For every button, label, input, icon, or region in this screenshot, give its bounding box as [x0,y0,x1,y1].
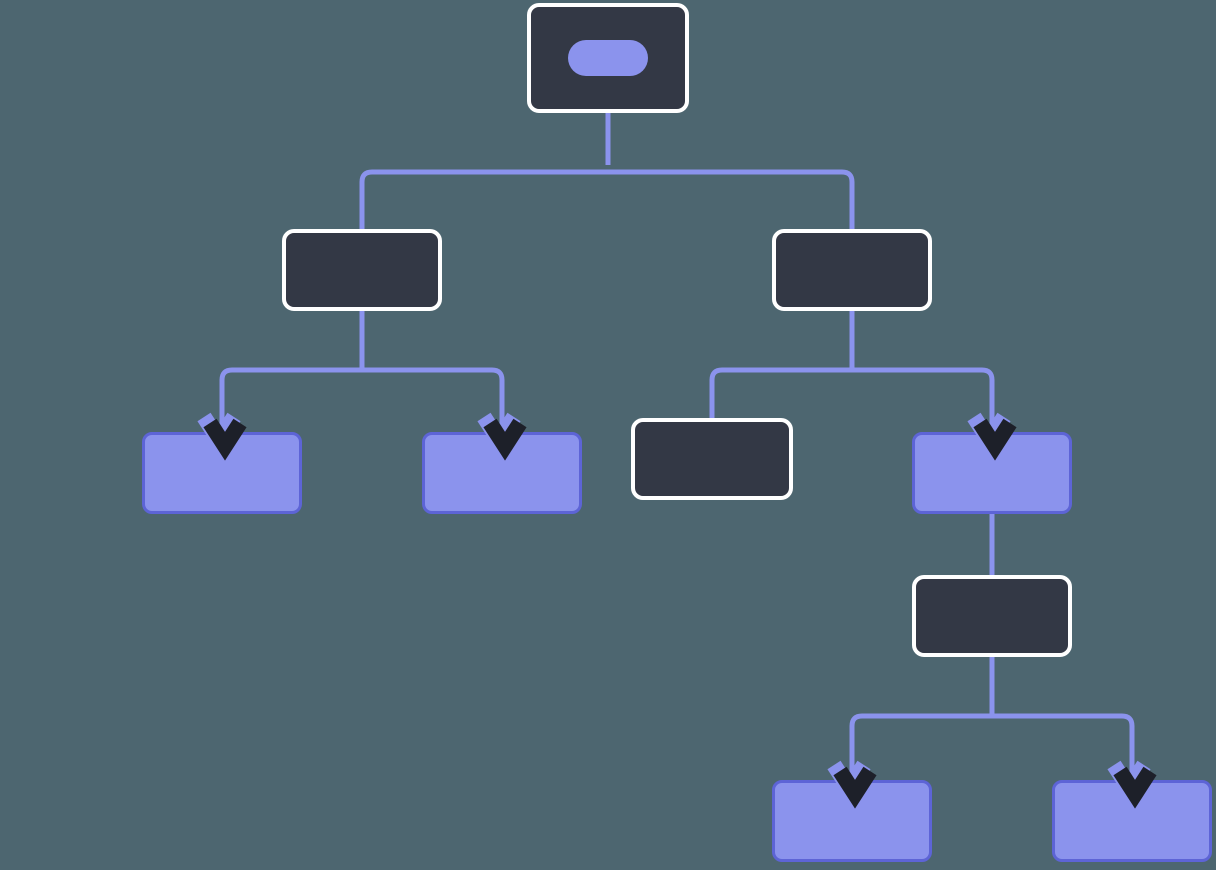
node-root[interactable] [527,3,689,113]
edge-e-r3-r4a [849,657,995,788]
node-level1-left[interactable] [282,229,442,311]
node-level4-leaf-2[interactable] [1052,780,1212,862]
node-level1-right[interactable] [772,229,932,311]
node-level3-dark[interactable] [912,575,1072,657]
node-level2-leaf-1[interactable] [142,432,302,514]
root-pill-badge [568,40,648,76]
edges-group [219,113,1135,788]
edge-e-r1-r2b [849,311,995,440]
edge-e-l1-l2a [219,311,365,440]
edge-e-r1-r2a [709,311,855,418]
node-level2-dark[interactable] [631,418,793,500]
edge-e-l1-l2b [359,311,505,440]
node-level2-leaf-2[interactable] [422,432,582,514]
node-level4-leaf-1[interactable] [772,780,932,862]
node-level2-leaf-3[interactable] [912,432,1072,514]
edge-e-root-l1 [359,169,608,229]
edge-e-r3-r4b [989,657,1135,788]
edge-e-root-r1 [608,169,855,229]
